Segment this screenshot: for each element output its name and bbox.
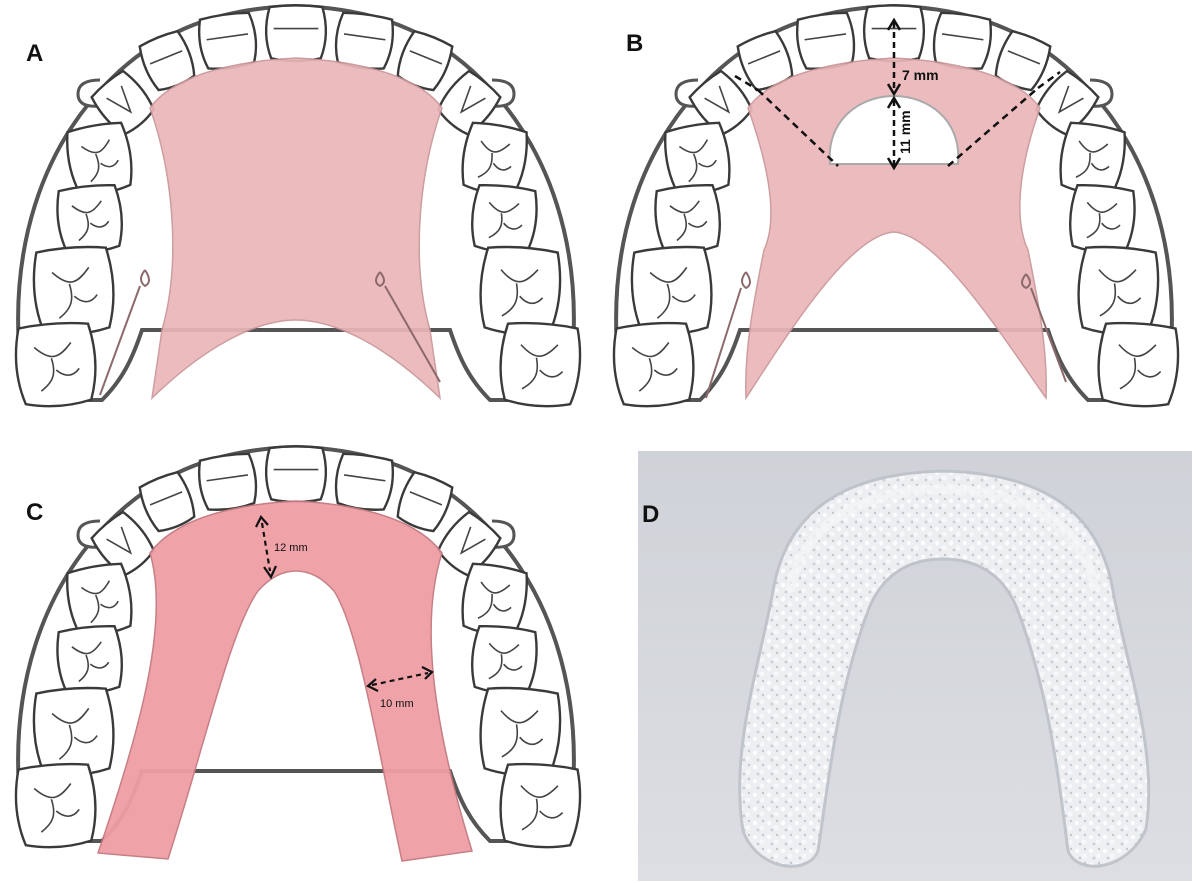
tooth-icon: [653, 183, 723, 255]
acrylic-plate: [98, 501, 472, 861]
panel-b-illustration: 7 mm 11 mm: [598, 0, 1196, 441]
tooth-icon: [469, 624, 539, 696]
tooth-icon: [14, 762, 99, 850]
measurement-11mm: 11 mm: [897, 110, 913, 154]
tooth-icon: [266, 446, 326, 502]
palatal-plate-a: [100, 58, 442, 398]
panel-label-d: D: [642, 501, 659, 529]
tooth-icon: [55, 183, 125, 255]
measurement-10mm: 10 mm: [380, 698, 414, 710]
panel-label-b: B: [626, 30, 643, 58]
measurement-7mm: 7 mm: [902, 67, 939, 83]
panel-c-illustration: 12 mm 10 mm: [0, 441, 598, 883]
panel-label-a: A: [26, 40, 43, 68]
panel-b: 7 mm 11 mm B: [598, 0, 1196, 441]
tooth-icon: [498, 321, 583, 409]
panel-c: 12 mm 10 mm C: [0, 441, 598, 883]
tooth-icon: [1067, 183, 1137, 255]
panel-label-c: C: [26, 499, 43, 527]
tooth-icon: [612, 321, 697, 409]
tooth-icon: [14, 321, 99, 409]
tooth-icon: [1096, 321, 1181, 409]
panel-a-illustration: [0, 0, 598, 441]
tooth-icon: [55, 624, 125, 696]
tooth-icon: [498, 762, 583, 850]
acrylic-plate: [150, 58, 442, 398]
clear-splint-photo: [598, 441, 1196, 883]
panel-d: D: [598, 441, 1196, 883]
tooth-icon: [469, 183, 539, 255]
wire-clasp-left: [706, 272, 750, 398]
tooth-icon: [196, 452, 259, 513]
measurement-12mm: 12 mm: [274, 542, 308, 554]
tooth-icon: [266, 5, 326, 61]
tooth-icon: [333, 452, 396, 513]
panel-a: A: [0, 0, 598, 441]
horseshoe-plate-c: [98, 501, 472, 861]
